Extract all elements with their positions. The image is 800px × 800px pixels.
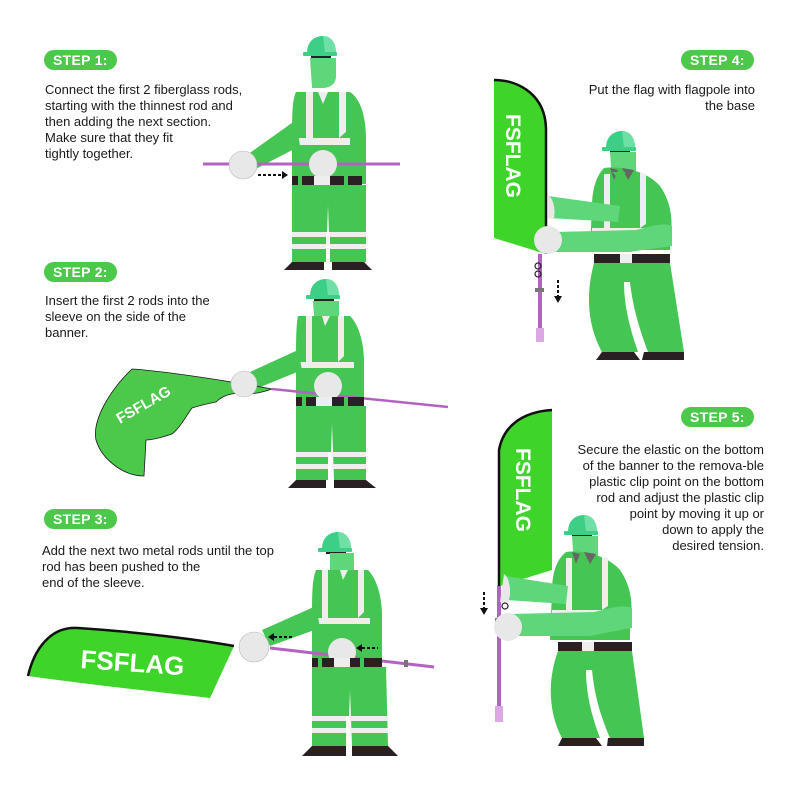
step-4-description: Put the flag with flagpole into the base (589, 82, 755, 114)
step-5-badge: STEP 5: (681, 407, 754, 427)
step-5-line: rod and adjust the plastic clip (596, 490, 764, 505)
step-2-line: Insert the first 2 rods into the (45, 293, 210, 308)
step-5-line: of the banner to the remova-ble (582, 458, 764, 473)
svg-text:FSFLAG: FSFLAG (511, 448, 534, 532)
step-2-line: sleeve on the side of the (45, 309, 186, 324)
step-2-description: Insert the first 2 rods into the sleeve … (45, 293, 210, 341)
step-1-description: Connect the first 2 fiberglass rods, sta… (45, 82, 242, 162)
step-3-badge: STEP 3: (44, 509, 117, 529)
step-1-line: Connect the first 2 fiberglass rods, (45, 82, 243, 97)
step-2-line: banner. (45, 325, 89, 340)
step-5-line: down to apply the (662, 522, 764, 537)
step-1-badge: STEP 1: (44, 50, 117, 70)
step-3-line: end of the sleeve. (42, 575, 145, 590)
worker-step-4: FSFLAG (493, 78, 684, 360)
step-5-line: Secure the elastic on the bottom (577, 442, 764, 457)
step-2-badge: STEP 2: (44, 262, 117, 282)
step-4-badge: STEP 4: (681, 50, 754, 70)
step-5-line: plastic clip point on the bottom (589, 474, 764, 489)
step-3-description: Add the next two metal rods until the to… (42, 543, 274, 591)
worker-step-1 (203, 36, 400, 270)
worker-step-5: FSFLAG (480, 408, 644, 746)
step-1-line: starting with the thinnest rod and (45, 98, 233, 113)
step-3-line: rod has been pushed to the (42, 559, 201, 574)
svg-text:FSFLAG: FSFLAG (80, 644, 186, 681)
worker-step-2: FSFLAG (95, 279, 449, 488)
step-3-line: Add the next two metal rods until the to… (42, 543, 274, 558)
worker-step-3: FSFLAG (26, 532, 435, 756)
step-1-line: Make sure that they fit (45, 130, 173, 145)
step-1-line: tightly together. (45, 146, 134, 161)
svg-text:FSFLAG: FSFLAG (501, 114, 524, 198)
step-1-line: then adding the next section. (45, 114, 212, 129)
step-5-line: desired tension. (672, 538, 764, 553)
step-4-line: Put the flag with flagpole into (588, 82, 755, 97)
step-5-line: point by moving it up or (629, 506, 764, 521)
step-4-line: the base (705, 98, 755, 113)
step-5-description: Secure the elastic on the bottom of the … (578, 442, 764, 554)
